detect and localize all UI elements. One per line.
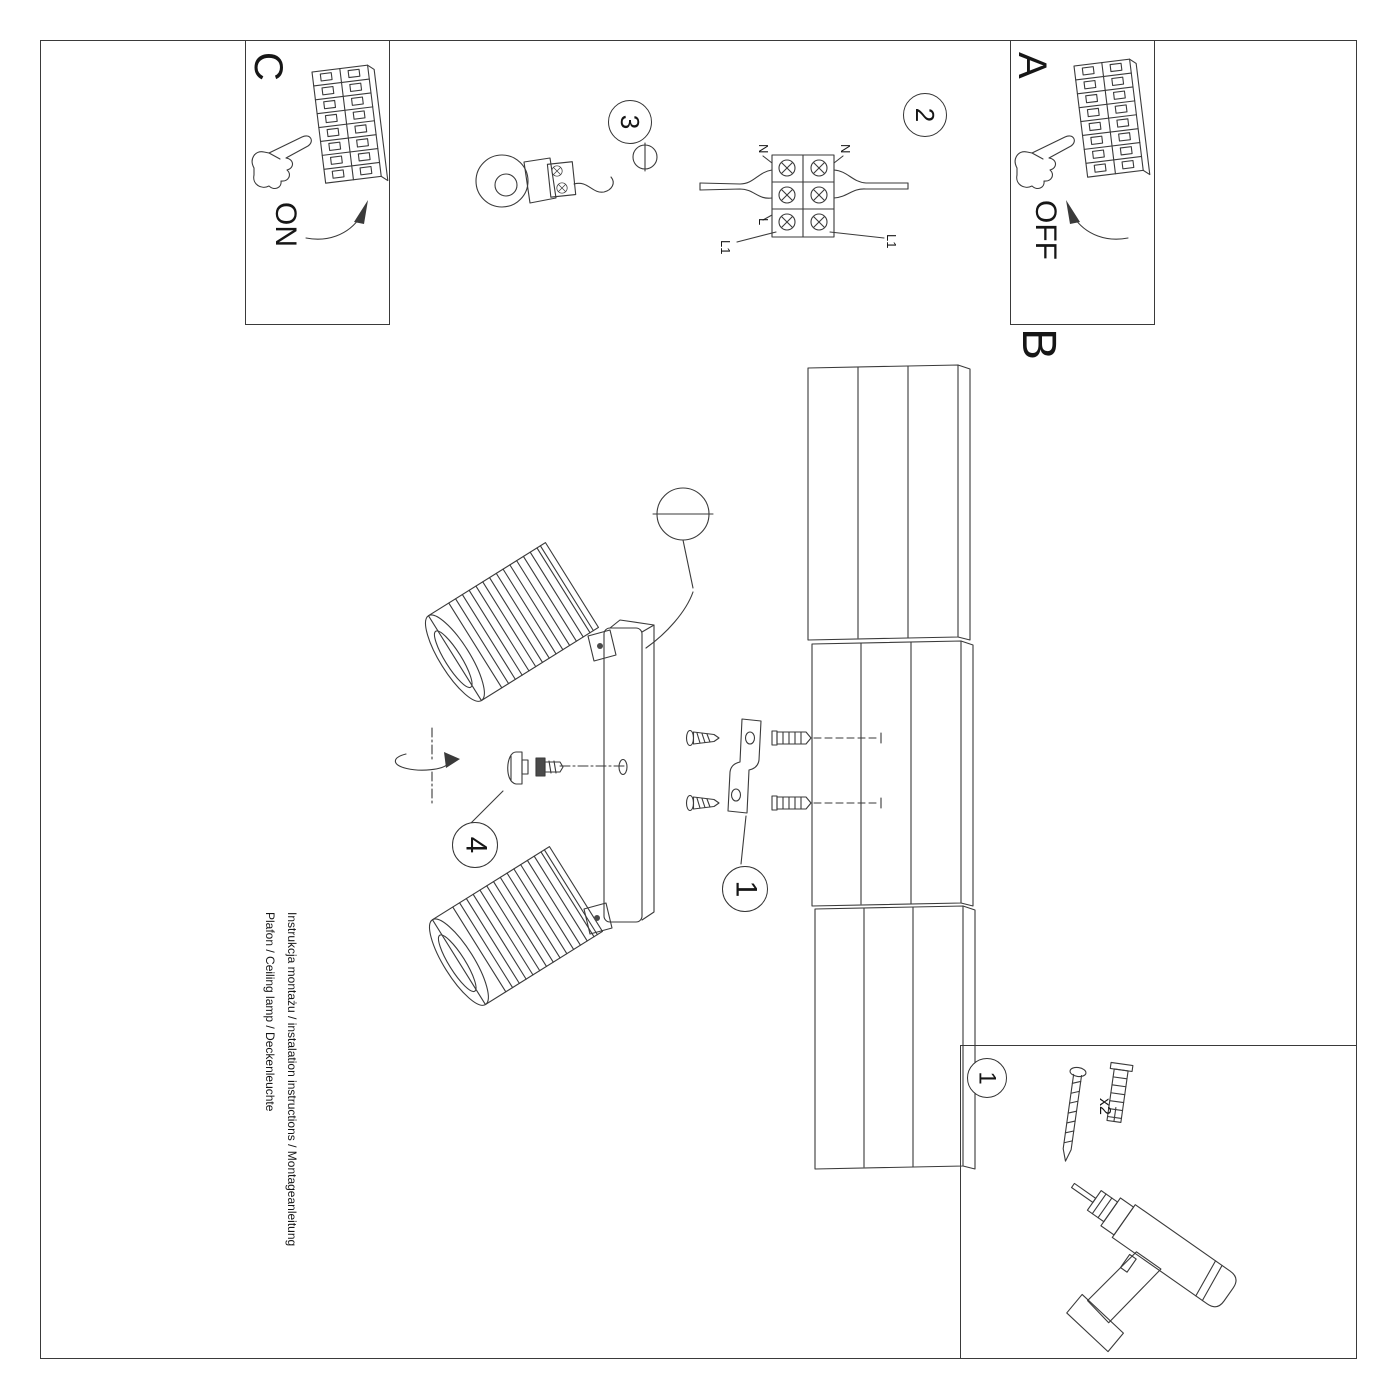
section-a-box xyxy=(1010,40,1155,325)
ceiling-boards xyxy=(807,364,976,1170)
power-cord xyxy=(645,591,694,649)
kit-step-badge: 1 xyxy=(967,1058,1007,1098)
lamp-canopy xyxy=(603,619,655,923)
section-a-label: A xyxy=(1010,52,1054,79)
section-b-label: B xyxy=(1012,328,1065,361)
slotted-screw-small-icon xyxy=(632,142,658,172)
step-4-number: 4 xyxy=(459,836,492,854)
step-1-number: 1 xyxy=(729,880,762,898)
terminal-block xyxy=(699,154,909,243)
wire-label-l1-left: L1 xyxy=(718,240,733,255)
kit-anchor xyxy=(1106,1061,1134,1123)
kit-screw xyxy=(1062,1066,1087,1162)
adjust-knob-screw xyxy=(507,751,627,785)
wire-label-l1-right: L1 xyxy=(884,234,899,249)
step-1-badge: 1 xyxy=(722,866,768,912)
parts-kit-box xyxy=(960,1045,1357,1359)
power-off-label: OFF xyxy=(1029,200,1062,260)
step-2-badge: 2 xyxy=(903,93,947,137)
power-drill xyxy=(1066,1182,1237,1353)
step-3-number: 3 xyxy=(615,114,645,130)
step-2-number: 2 xyxy=(910,107,940,123)
spot-head-top xyxy=(415,542,617,710)
kit-step-number: 1 xyxy=(973,1071,1001,1085)
footer-product: Plafon / Ceiling lamp / Deckenleuchte xyxy=(263,912,277,1112)
socket-assembly xyxy=(475,154,614,208)
leader-lines xyxy=(469,790,747,865)
mounting-strap xyxy=(727,718,762,814)
step-4-badge: 4 xyxy=(452,822,498,868)
wire-label-n-left: N xyxy=(756,144,771,154)
sheet-border xyxy=(40,40,1357,1359)
section-c-box xyxy=(245,40,390,325)
spot-head-bottom xyxy=(419,846,613,1014)
step-3-badge: 3 xyxy=(608,100,652,144)
section-c-label: C xyxy=(246,52,290,81)
screw-quantity-label: x2 xyxy=(1096,1098,1113,1115)
wire-label-l-left: L xyxy=(756,218,771,226)
rotation-arrow-icon xyxy=(394,727,460,807)
footer-title: Instrukcja montażu / instalation instruc… xyxy=(285,912,299,1247)
wire-label-n-right: N xyxy=(838,144,853,154)
slotted-screw-large-icon xyxy=(652,487,714,589)
power-on-label: ON xyxy=(269,202,302,247)
